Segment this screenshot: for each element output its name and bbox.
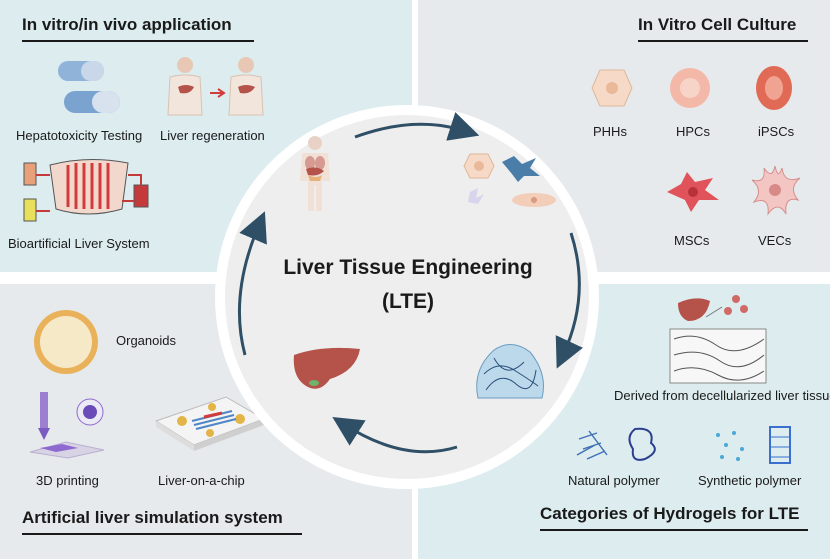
mscs-cell-icon [667, 172, 719, 212]
ipscs-cell-icon [756, 66, 792, 110]
label-decellularized-liver-tissue: Derived from decellularized liver tissue [614, 388, 830, 403]
label-mscs: MSCs [674, 233, 710, 248]
label-organoids: Organoids [116, 333, 176, 348]
title-underline [638, 40, 808, 42]
organoid-icon [34, 310, 98, 374]
phhs-cell-icon [591, 69, 633, 107]
hydrogel-scaffold-icon [476, 344, 544, 399]
label-bioartificial-liver-system: Bioartificial Liver System [8, 236, 150, 251]
center-title: Liver Tissue Engineering [283, 256, 533, 279]
label-hepatotoxicity-testing: Hepatotoxicity Testing [16, 128, 143, 143]
label-liver-on-a-chip: Liver-on-a-chip [158, 473, 245, 488]
liver-icon [293, 347, 360, 389]
liver-transplant-people-icon [167, 57, 264, 116]
center-subtitle: (LTE) [381, 290, 435, 313]
label-phhs: PHHs [593, 124, 627, 139]
label-synthetic-polymer: Synthetic polymer [698, 473, 802, 488]
label-ipscs: iPSCs [758, 124, 795, 139]
title-underline [22, 533, 302, 535]
cycle-arrows [237, 112, 583, 454]
panel-title-hydrogels: Categories of Hydrogels for LTE [540, 504, 800, 523]
natural-polymer-icon [576, 427, 656, 461]
cells-group-icon [463, 153, 556, 207]
panel-title-applications: In vitro/in vivo application [22, 15, 232, 34]
synthetic-polymer-icon [716, 426, 791, 464]
panel-title-simulation-system: Artificial liver simulation system [22, 508, 283, 527]
capsules-icon [58, 61, 120, 113]
hpcs-cell-icon [670, 68, 710, 108]
decellularized-liver-tissue-icon [669, 295, 767, 384]
vecs-cell-icon [751, 165, 801, 216]
title-underline [22, 40, 254, 42]
label-natural-polymer: Natural polymer [568, 473, 660, 488]
liver-on-a-chip-icon [154, 396, 266, 451]
label-hpcs: HPCs [676, 124, 710, 139]
human-body-icon [300, 136, 330, 211]
panel-title-cell-culture: In Vitro Cell Culture [638, 15, 797, 34]
bioartificial-liver-system-icon [23, 158, 149, 222]
3d-printer-icon [29, 392, 105, 459]
label-liver-regeneration: Liver regeneration [160, 128, 265, 143]
label-3d-printing: 3D printing [36, 473, 99, 488]
title-underline [540, 529, 808, 531]
label-vecs: VECs [758, 233, 792, 248]
